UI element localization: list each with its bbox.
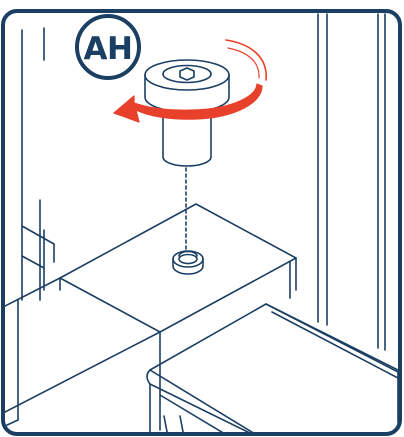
panel-frame [1,9,402,436]
frame-posts [21,13,386,351]
step-badge: AH [75,14,141,80]
horizontal-beam [5,203,297,431]
hex-socket-icon [179,67,195,81]
threaded-insert-icon [172,250,204,275]
foreground-beam [146,303,398,432]
rotate-ccw-arrow-icon [113,39,267,123]
step-badge-label: AH [84,31,133,67]
